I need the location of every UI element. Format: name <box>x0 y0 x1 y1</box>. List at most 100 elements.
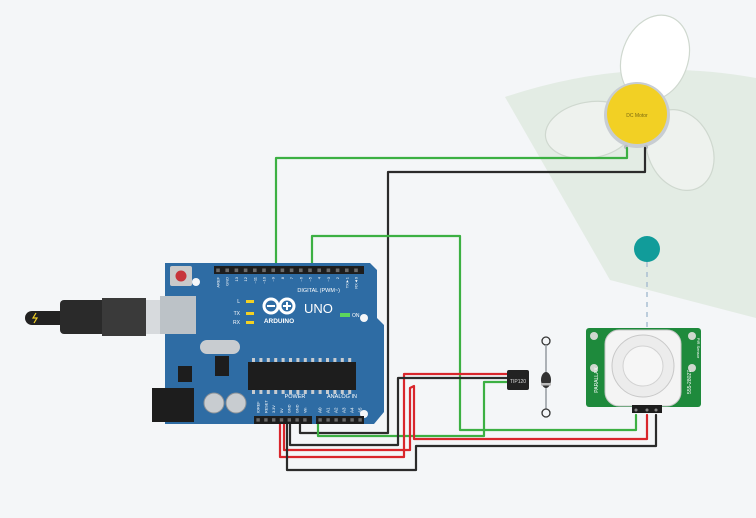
led-l-label: L <box>237 299 240 305</box>
chip-pin <box>303 390 307 394</box>
mount-hole <box>360 314 368 322</box>
transistor-body <box>507 370 529 390</box>
chip-pin <box>252 358 255 362</box>
chip-pin <box>266 358 270 362</box>
reset-button[interactable] <box>175 270 187 282</box>
led-rx <box>246 321 254 324</box>
chip-pin <box>252 390 255 394</box>
chip-pin <box>281 390 285 394</box>
usb-plug-housing <box>102 298 146 336</box>
analog-pin-hole[interactable] <box>334 418 338 422</box>
pir-right-text: 555-28027 <box>687 370 693 394</box>
power-jack <box>152 388 194 422</box>
chip-pin <box>333 358 337 362</box>
pir-dome-inner <box>622 345 664 387</box>
diode-lead-bottom <box>541 408 551 418</box>
digital-pin-label: 13 <box>234 276 239 281</box>
digital-pin-label: ~6 <box>298 276 303 281</box>
board-model: UNO <box>304 301 333 316</box>
power-pin-label: 5V <box>280 408 284 413</box>
wire-green-pir-out[interactable] <box>310 234 638 432</box>
analog-pin-label: A4 <box>350 407 355 413</box>
digital-pin-label: RX◄0 <box>354 276 359 289</box>
transistor-label: TIP120 <box>510 379 526 385</box>
chip-pin <box>333 390 337 394</box>
wire-black-gnd[interactable] <box>288 376 509 447</box>
crystal-oscillator <box>200 340 240 354</box>
chip-pin <box>303 358 307 362</box>
analog-pin-hole[interactable] <box>358 418 362 422</box>
chip-pin <box>274 390 278 394</box>
digital-pin-hole[interactable] <box>308 268 312 273</box>
transistor[interactable]: TIP120 <box>507 370 529 390</box>
usb-cable[interactable] <box>25 298 168 336</box>
wire-green-a0[interactable] <box>316 380 509 438</box>
chip-pin <box>259 390 263 394</box>
chip-pin <box>348 390 352 394</box>
power-pin-hole[interactable] <box>264 418 268 422</box>
digital-pin-hole[interactable] <box>326 268 331 273</box>
pir-mount-hole <box>688 332 696 340</box>
power-pin-hole[interactable] <box>272 418 276 422</box>
analog-header[interactable] <box>316 416 364 424</box>
detector-target-dot[interactable] <box>634 236 660 262</box>
power-label: POWER <box>285 394 306 400</box>
analog-pin-hole[interactable] <box>326 418 330 422</box>
power-pin-hole[interactable] <box>303 418 307 422</box>
digital-label: DIGITAL (PWM~) <box>297 288 340 294</box>
pir-left-text: PARALLAX <box>594 367 600 393</box>
digital-pin-hole[interactable] <box>280 268 285 273</box>
chip-pin <box>348 358 352 362</box>
digital-pin-label: ~3 <box>326 276 331 281</box>
digital-pin-hole[interactable] <box>335 268 340 273</box>
diode[interactable] <box>541 336 551 418</box>
wire-green-motor[interactable] <box>274 146 629 269</box>
digital-pin-hole[interactable] <box>253 268 257 273</box>
motor-body <box>607 84 667 144</box>
analog-pin-label: A2 <box>334 407 339 413</box>
analog-pin-hole[interactable] <box>342 418 346 422</box>
digital-pin-hole[interactable] <box>262 268 266 273</box>
digital-pin-hole[interactable] <box>299 268 303 273</box>
led-rx-label: RX <box>233 320 241 326</box>
pir-pin-vcc <box>645 408 649 412</box>
power-pin-label: 3.3V <box>272 405 276 413</box>
digital-header[interactable] <box>214 266 364 274</box>
wire-black-pir-gnd[interactable] <box>285 413 658 472</box>
digital-pin-hole[interactable] <box>216 268 220 273</box>
digital-pin-hole[interactable] <box>317 268 321 273</box>
pir-sensor[interactable]: PARALLAX 555-28027 PIR Sensor <box>586 328 701 413</box>
digital-pin-hole[interactable] <box>289 268 294 273</box>
wire-red-pir-vcc[interactable] <box>282 384 649 452</box>
digital-pin-hole[interactable] <box>243 268 248 273</box>
digital-pin-hole[interactable] <box>225 268 229 273</box>
usb-socket <box>160 296 196 334</box>
power-pin-hole[interactable] <box>295 418 299 422</box>
dc-motor[interactable]: DC Motor <box>505 5 756 318</box>
chip-pin <box>326 358 329 362</box>
digital-pin-hole[interactable] <box>234 268 239 273</box>
digital-pin-label: ~5 <box>308 276 313 281</box>
pir-mount-hole <box>590 364 598 372</box>
chip-pins <box>252 358 352 394</box>
digital-pin-label: 4 <box>317 276 322 279</box>
analog-pin-label: A5 <box>358 407 363 413</box>
power-pin-hole[interactable] <box>279 418 284 422</box>
digital-pin-label: 8 <box>280 276 285 279</box>
digital-pin-hole[interactable] <box>354 268 358 273</box>
motor-label: DC Motor <box>626 113 648 119</box>
usb-lightning-icon <box>31 312 39 324</box>
digital-pin-label: AREF <box>216 276 221 287</box>
chip-pin <box>340 358 344 362</box>
power-pin-hole[interactable] <box>287 418 291 422</box>
wire-black-motor[interactable] <box>298 146 647 435</box>
analog-pin-hole[interactable] <box>318 418 322 422</box>
capacitor <box>225 392 247 414</box>
digital-pin-hole[interactable] <box>345 268 349 273</box>
power-pin-hole[interactable] <box>256 418 260 422</box>
analog-pin-hole[interactable] <box>350 418 354 422</box>
digital-pin-hole[interactable] <box>271 268 275 273</box>
wire-red-5v[interactable] <box>278 372 509 459</box>
